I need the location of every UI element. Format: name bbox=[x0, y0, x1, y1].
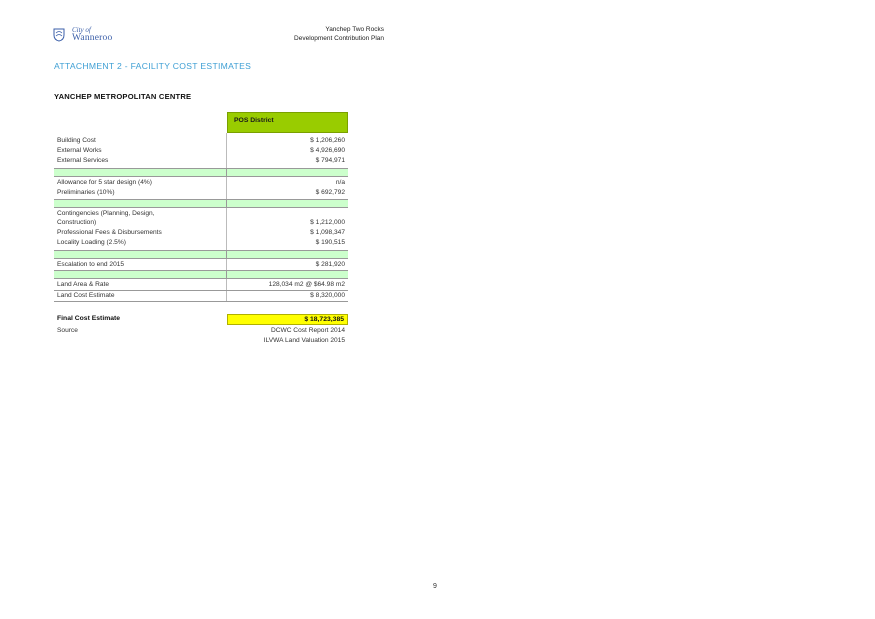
section-title: YANCHEP METROPOLITAN CENTRE bbox=[54, 92, 192, 101]
row-value: $ 4,926,690 bbox=[310, 147, 345, 154]
row-value: n/a bbox=[335, 179, 345, 186]
table-row: Professional Fees & Disbursements $ 1,098… bbox=[54, 228, 348, 238]
table-row: Contingencies (Planning, Design, bbox=[54, 209, 348, 219]
row-label: Contingencies (Planning, Design, bbox=[57, 210, 155, 217]
table-row: External Services $ 794,971 bbox=[54, 156, 348, 166]
column-header: POS District bbox=[227, 112, 348, 133]
document-header: Yanchep Two Rocks Development Contributi… bbox=[294, 26, 384, 43]
table-row: Allowance for 5 star design (4%) n/a bbox=[54, 178, 348, 188]
row-label: Allowance for 5 star design (4%) bbox=[57, 179, 152, 186]
source-label: Source bbox=[57, 327, 78, 334]
row-value: $ 692,792 bbox=[315, 189, 345, 196]
row-value: $ 794,971 bbox=[315, 157, 345, 164]
column-divider bbox=[226, 208, 227, 250]
row-label: Preliminaries (10%) bbox=[57, 189, 115, 196]
city-logo: City of Wanneroo bbox=[52, 26, 122, 45]
table-row: Preliminaries (10%) $ 692,792 bbox=[54, 188, 348, 198]
table-row: Locality Loading (2.5%) $ 190,515 bbox=[54, 238, 348, 248]
row-value: $ 1,206,260 bbox=[310, 137, 345, 144]
row-label: Professional Fees & Disbursements bbox=[57, 229, 162, 236]
row-label: External Services bbox=[57, 157, 109, 164]
row-value: $ 281,920 bbox=[315, 261, 345, 268]
final-cost-cell: $ 18,723,385 bbox=[227, 314, 348, 325]
table-row: Building Cost $ 1,206,260 bbox=[54, 136, 348, 146]
row-value: $ 1,212,000 bbox=[310, 219, 345, 226]
final-cost-value: $ 18,723,385 bbox=[304, 316, 344, 323]
spacer-band bbox=[54, 168, 348, 177]
header-title-line2: Development Contribution Plan bbox=[294, 34, 384, 42]
crest-icon bbox=[53, 28, 65, 42]
page-number: 9 bbox=[433, 583, 437, 590]
final-cost-label: Final Cost Estimate bbox=[57, 315, 121, 322]
table-row: Land Area & Rate 128,034 m2 @ $64.98 m2 bbox=[54, 280, 348, 291]
row-value: $ 8,320,000 bbox=[310, 292, 345, 299]
table-row: External Works $ 4,926,690 bbox=[54, 146, 348, 156]
column-header-label: POS District bbox=[234, 117, 274, 124]
column-divider bbox=[226, 177, 227, 199]
source-line2: ILVWA Land Valuation 2015 bbox=[263, 337, 345, 344]
column-divider bbox=[226, 259, 227, 270]
logo-line1: City of bbox=[72, 26, 91, 34]
attachment-title: ATTACHMENT 2 - FACILITY COST ESTIMATES bbox=[54, 61, 252, 71]
source-row: ILVWA Land Valuation 2015 bbox=[54, 336, 348, 346]
spacer-band bbox=[54, 270, 348, 279]
row-label: Locality Loading (2.5%) bbox=[57, 239, 126, 246]
spacer-band bbox=[54, 199, 348, 208]
row-label: Land Cost Estimate bbox=[57, 292, 115, 299]
row-label: Escalation to end 2015 bbox=[57, 261, 125, 268]
column-divider bbox=[226, 133, 227, 168]
row-value: $ 1,098,347 bbox=[310, 229, 345, 236]
row-value: 128,034 m2 @ $64.98 m2 bbox=[268, 281, 345, 288]
source-line1: DCWC Cost Report 2014 bbox=[270, 327, 345, 334]
spacer-band bbox=[54, 250, 348, 259]
logo-line2: Wanneroo bbox=[72, 33, 113, 43]
row-label: Land Area & Rate bbox=[57, 281, 110, 288]
row-label: Construction) bbox=[57, 219, 97, 226]
row-label: External Works bbox=[57, 147, 102, 154]
table-row: Land Cost Estimate $ 8,320,000 bbox=[54, 291, 348, 302]
source-row: Source DCWC Cost Report 2014 bbox=[54, 326, 348, 336]
header-title-line1: Yanchep Two Rocks bbox=[325, 26, 384, 33]
table-row: Construction) $ 1,212,000 bbox=[54, 218, 348, 228]
row-value: $ 190,515 bbox=[315, 239, 345, 246]
table-row: Escalation to end 2015 $ 281,920 bbox=[54, 260, 348, 270]
row-label: Building Cost bbox=[57, 137, 96, 144]
